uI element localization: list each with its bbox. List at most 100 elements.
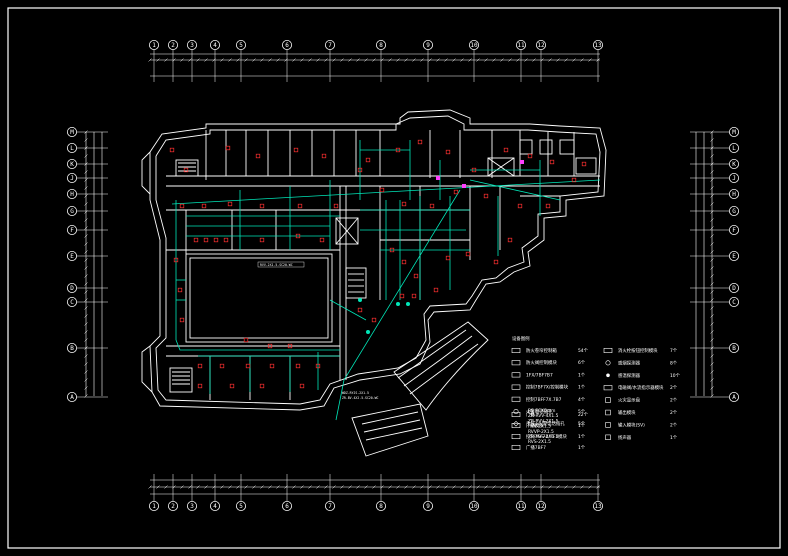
legend-text: 控制7FF7X/7F7模块 xyxy=(526,433,567,440)
device-marker xyxy=(517,203,523,209)
axis-bubble-left: J xyxy=(67,172,78,183)
device-marker xyxy=(299,383,305,389)
legend-row: 电磁阀/水流指示器模块 2个 xyxy=(603,384,678,391)
device-marker xyxy=(259,237,265,243)
annotation-2: WDZ-RYJS-2X1.5 xyxy=(342,391,369,395)
axis-bubble-top: 12 xyxy=(536,40,547,51)
legend-row: 输入模块(SV)2个 xyxy=(605,421,678,428)
device-marker xyxy=(219,363,225,369)
axis-bubble-bottom: 11 xyxy=(516,500,527,511)
legend-note: RVS-2X1.5 xyxy=(528,439,551,445)
legend-qty: 5个 xyxy=(578,409,586,415)
axis-label: 10 xyxy=(470,42,478,49)
legend-box-icon xyxy=(603,385,613,391)
axis-label: 11 xyxy=(517,42,525,49)
device-marker xyxy=(295,233,301,239)
device-marker xyxy=(401,201,407,207)
legend-text: 电磁阀/水流指示器模块 xyxy=(618,384,664,391)
device-marker xyxy=(197,383,203,389)
axis-label: 8 xyxy=(379,503,383,510)
device-marker xyxy=(229,383,235,389)
device-marker xyxy=(445,149,451,155)
legend-qty: 2个 xyxy=(670,385,678,391)
dimension-lines xyxy=(85,53,713,495)
axis-bubble-bottom: 1 xyxy=(148,500,159,511)
legend-square-icon xyxy=(605,409,611,416)
axis-label: E xyxy=(70,253,74,260)
legend-qty: 10个 xyxy=(670,373,681,379)
axis-bubble-right: B xyxy=(729,342,740,353)
legend-box-icon xyxy=(511,384,521,390)
legend-diamond-icon xyxy=(513,420,519,427)
axis-bubble-right: C xyxy=(729,296,740,307)
annotation-3: ZR-BV-4X2.5-SC20-WC xyxy=(342,396,379,400)
axis-label: 2 xyxy=(171,42,175,49)
axis-label: 3 xyxy=(190,503,194,510)
legend-row: 感烟探测器 8个 xyxy=(605,359,678,366)
legend-qty: 1个 xyxy=(578,445,586,451)
device-marker xyxy=(315,363,321,369)
axis-bubble-top: 13 xyxy=(593,40,604,51)
axis-label: 8 xyxy=(379,42,383,49)
device-marker xyxy=(287,343,293,349)
legend-box-icon xyxy=(511,433,521,439)
legend-qty: 1个 xyxy=(578,423,586,429)
device-marker xyxy=(269,363,275,369)
legend-qty: 1个 xyxy=(670,435,678,441)
axis-bubble-left: E xyxy=(67,250,78,261)
axis-bubble-top: 1 xyxy=(148,40,159,51)
axis-bubble-right: L xyxy=(729,142,740,153)
legend-text: 感烟探测器 xyxy=(618,359,641,366)
legend-box-icon xyxy=(511,360,521,366)
axis-label: H xyxy=(70,191,74,198)
dimension-ticks xyxy=(84,58,714,489)
device-marker xyxy=(453,189,459,195)
axis-bubble-left: H xyxy=(67,188,78,199)
axis-label: 6 xyxy=(285,42,289,49)
legend-qty: 5个 xyxy=(578,421,586,427)
device-marker xyxy=(411,293,417,299)
legend-text: 消火栓按钮控制模块 xyxy=(618,347,658,354)
legend-text: 感温探测器 xyxy=(618,372,641,379)
axis-bubble-bottom: 3 xyxy=(186,500,197,511)
axis-bubble-top: 11 xyxy=(516,40,527,51)
legend-circle-icon xyxy=(513,408,519,414)
device-marker xyxy=(357,307,363,313)
legend-qty: 4个 xyxy=(578,397,586,403)
device-marker xyxy=(549,159,555,165)
axis-bubble-right: H xyxy=(729,188,740,199)
device-marker xyxy=(581,161,587,167)
device-marker-magenta xyxy=(462,184,466,188)
legend-text: 输入模块(SV) xyxy=(618,421,645,428)
legend-square-icon xyxy=(605,422,611,428)
axis-label: 11 xyxy=(517,503,525,510)
axis-bubble-right: J xyxy=(729,172,740,183)
device-marker xyxy=(545,203,551,209)
device-marker xyxy=(399,293,405,299)
axis-bubble-bottom: 8 xyxy=(375,500,386,511)
axis-label: E xyxy=(732,253,736,260)
legend-row: 广播7BF7 1个 xyxy=(511,444,586,451)
legend-note: ZR-RVV-4X1.5 xyxy=(528,413,559,419)
legend-box-icon xyxy=(511,411,521,417)
device-marker xyxy=(245,363,251,369)
device-marker xyxy=(201,203,207,209)
legend-qty: 2个 xyxy=(670,410,678,416)
legend-text: 广播7BF7 xyxy=(526,444,546,451)
axis-bubble-left: B xyxy=(67,342,78,353)
axis-bubble-top: 6 xyxy=(281,40,292,51)
legend-qty: 8个 xyxy=(670,360,678,366)
legend-text: 手报+火警电话插孔 xyxy=(526,420,565,427)
axis-bubble-top: 10 xyxy=(468,40,479,51)
